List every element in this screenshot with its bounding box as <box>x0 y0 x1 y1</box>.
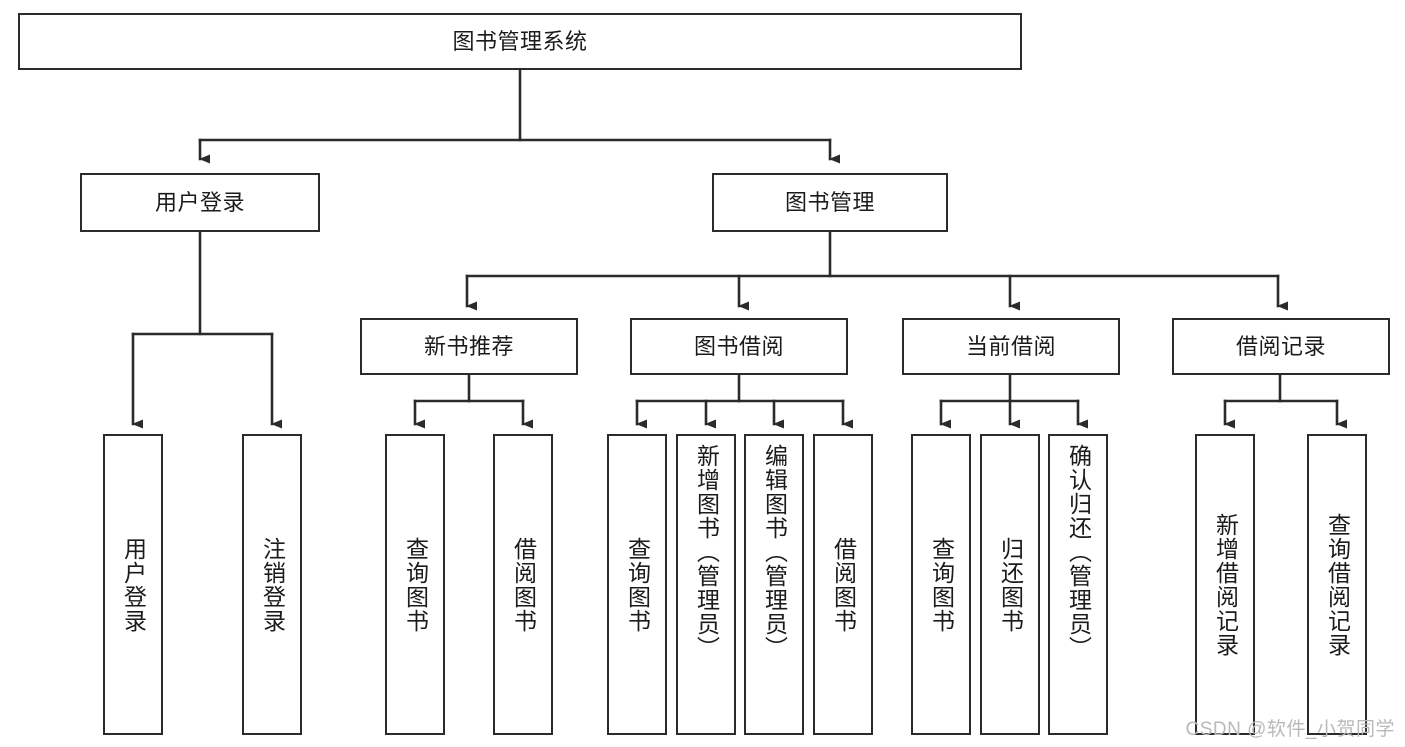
node-leaf-add-borrow-record[interactable]: 新增借阅记录 <box>1195 434 1255 735</box>
node-book-borrow[interactable]: 图书借阅 <box>630 318 848 375</box>
node-leaf-borrow-book[interactable]: 借阅图书 <box>813 434 873 735</box>
node-label: 新增图书（管理员） <box>693 444 720 660</box>
node-label: 确认归还（管理员） <box>1065 444 1092 660</box>
node-label: 查询图书 <box>624 536 651 633</box>
node-label: 借阅记录 <box>1235 333 1326 359</box>
node-label: 注销登录 <box>259 536 286 633</box>
node-leaf-user-login[interactable]: 用户登录 <box>103 434 163 735</box>
node-user-login[interactable]: 用户登录 <box>80 173 320 232</box>
node-leaf-add-book-admin[interactable]: 新增图书（管理员） <box>676 434 736 735</box>
node-leaf-edit-book-admin[interactable]: 编辑图书（管理员） <box>744 434 804 735</box>
node-label: 当前借阅 <box>965 333 1056 359</box>
node-leaf-return-book[interactable]: 归还图书 <box>980 434 1040 735</box>
node-label: 查询借阅记录 <box>1324 512 1351 657</box>
node-label: 用户登录 <box>154 189 245 215</box>
node-label: 图书借阅 <box>693 333 784 359</box>
node-label: 图书管理 <box>784 189 875 215</box>
node-leaf-query-book-recommend[interactable]: 查询图书 <box>385 434 445 735</box>
node-label: 新增借阅记录 <box>1212 512 1239 657</box>
node-label: 查询图书 <box>928 536 955 633</box>
node-root-book-management-system[interactable]: 图书管理系统 <box>18 13 1022 70</box>
node-label: 借阅图书 <box>830 536 857 633</box>
node-leaf-query-borrow-record[interactable]: 查询借阅记录 <box>1307 434 1367 735</box>
node-label: 图书管理系统 <box>452 28 588 54</box>
node-label: 借阅图书 <box>510 536 537 633</box>
node-label: 编辑图书（管理员） <box>761 444 788 660</box>
csdn-watermark: CSDN @软件_小贺同学 <box>1185 719 1395 740</box>
node-leaf-borrow-book-recommend[interactable]: 借阅图书 <box>493 434 553 735</box>
node-label: 新书推荐 <box>423 333 514 359</box>
node-leaf-query-book-borrow[interactable]: 查询图书 <box>607 434 667 735</box>
node-label: 查询图书 <box>402 536 429 633</box>
node-leaf-logout-login[interactable]: 注销登录 <box>242 434 302 735</box>
node-current-borrow[interactable]: 当前借阅 <box>902 318 1120 375</box>
node-leaf-confirm-return-admin[interactable]: 确认归还（管理员） <box>1048 434 1108 735</box>
node-borrow-record[interactable]: 借阅记录 <box>1172 318 1390 375</box>
node-new-book-recommendation[interactable]: 新书推荐 <box>360 318 578 375</box>
node-leaf-query-book-current[interactable]: 查询图书 <box>911 434 971 735</box>
node-label: 用户登录 <box>120 536 147 633</box>
node-label: 归还图书 <box>997 536 1024 633</box>
node-book-management[interactable]: 图书管理 <box>712 173 948 232</box>
